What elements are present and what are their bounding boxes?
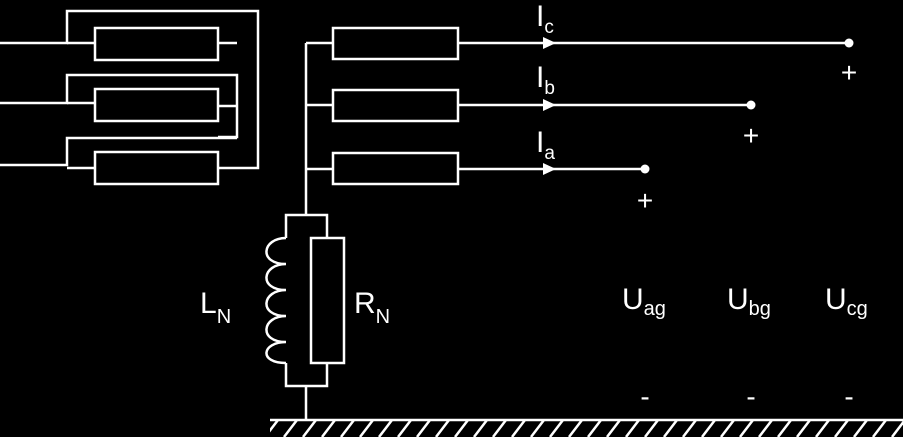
line-resistor-b xyxy=(331,88,460,123)
current-arrow-b xyxy=(543,99,556,111)
parallel-bottom-wire xyxy=(284,363,329,388)
terminal-b xyxy=(746,100,756,110)
ground-hatch-stroke xyxy=(834,420,849,437)
ground-hatch-stroke xyxy=(416,420,431,437)
ground-hatch-stroke xyxy=(701,420,716,437)
source-resistor-3 xyxy=(93,150,220,186)
current-label-c: Ic xyxy=(536,0,554,38)
source-impedance-network xyxy=(0,9,260,186)
ground-hatch-stroke xyxy=(321,420,336,437)
ground-hatch-stroke xyxy=(530,420,545,437)
ground-hatch-stroke xyxy=(492,420,507,437)
ground-hatch-stroke xyxy=(796,420,811,437)
ground-hatch-stroke xyxy=(663,420,678,437)
feed-wire-3 xyxy=(0,136,237,167)
voltage-label-cg: Ucg xyxy=(825,283,868,320)
line-impedance-network xyxy=(304,26,849,215)
ground-hatch-stroke xyxy=(378,420,393,437)
terminal-a xyxy=(640,164,650,174)
current-arrow-c xyxy=(543,37,556,49)
ground-hatch-stroke xyxy=(872,420,887,437)
ground-hatch-stroke xyxy=(302,420,317,437)
current-arrow-a xyxy=(543,163,556,175)
ground-hatch-stroke xyxy=(283,420,298,437)
ground-hatch-stroke xyxy=(435,420,450,437)
ground-hatch-stroke xyxy=(777,420,792,437)
current-label-a: Ia xyxy=(536,126,555,164)
resistor-label: RN xyxy=(354,287,390,328)
ground-hatch-stroke xyxy=(473,420,488,437)
voltage-label-ag: Uag xyxy=(622,283,666,320)
ground-hatch-stroke xyxy=(758,420,773,437)
line-resistor-a xyxy=(331,151,460,186)
ground-hatch-stroke xyxy=(549,420,564,437)
ground-hatch-stroke xyxy=(340,420,355,437)
plus-sign-b: + xyxy=(743,120,759,151)
inductor-label: LN xyxy=(200,287,231,328)
minus-sign-a: - xyxy=(640,381,649,412)
minus-sign-b: - xyxy=(746,381,755,412)
current-arrows xyxy=(543,37,556,175)
ground-hatch-stroke xyxy=(511,420,526,437)
plus-sign-a: + xyxy=(637,185,653,216)
ground-hatch-stroke xyxy=(606,420,621,437)
ground-hatch-stroke xyxy=(815,420,830,437)
ground-hatch xyxy=(270,420,903,437)
ground-hatch-stroke xyxy=(359,420,374,437)
feed-wire-1 xyxy=(0,9,260,170)
ground-hatch-stroke xyxy=(682,420,697,437)
source-resistor-1 xyxy=(93,26,220,62)
ground-hatch-stroke xyxy=(454,420,469,437)
grounding-resistor xyxy=(309,236,346,365)
feed-wire-2 xyxy=(0,73,239,139)
line-resistor-c xyxy=(331,26,460,61)
terminal-c xyxy=(844,38,854,48)
minus-sign-c: - xyxy=(844,381,853,412)
ground-hatch-stroke xyxy=(397,420,412,437)
ground-hatch-stroke xyxy=(568,420,583,437)
current-label-b: Ib xyxy=(536,61,555,99)
ground-hatch-stroke xyxy=(853,420,868,437)
ground-hatch-stroke xyxy=(644,420,659,437)
ground-hatch-stroke xyxy=(739,420,754,437)
voltage-label-bg: Ubg xyxy=(727,283,771,320)
grounding-inductor xyxy=(265,236,287,365)
parallel-top-wire xyxy=(284,213,329,238)
ground-hatch-stroke xyxy=(587,420,602,437)
ground-hatch-stroke xyxy=(891,420,903,437)
source-resistor-2 xyxy=(93,87,220,123)
plus-sign-c: + xyxy=(841,57,857,88)
neutral-grounding xyxy=(265,213,903,422)
terminals xyxy=(640,38,854,174)
ground-hatch-stroke xyxy=(270,420,279,433)
ground-hatch-stroke xyxy=(720,420,735,437)
ground-hatch-stroke xyxy=(625,420,640,437)
